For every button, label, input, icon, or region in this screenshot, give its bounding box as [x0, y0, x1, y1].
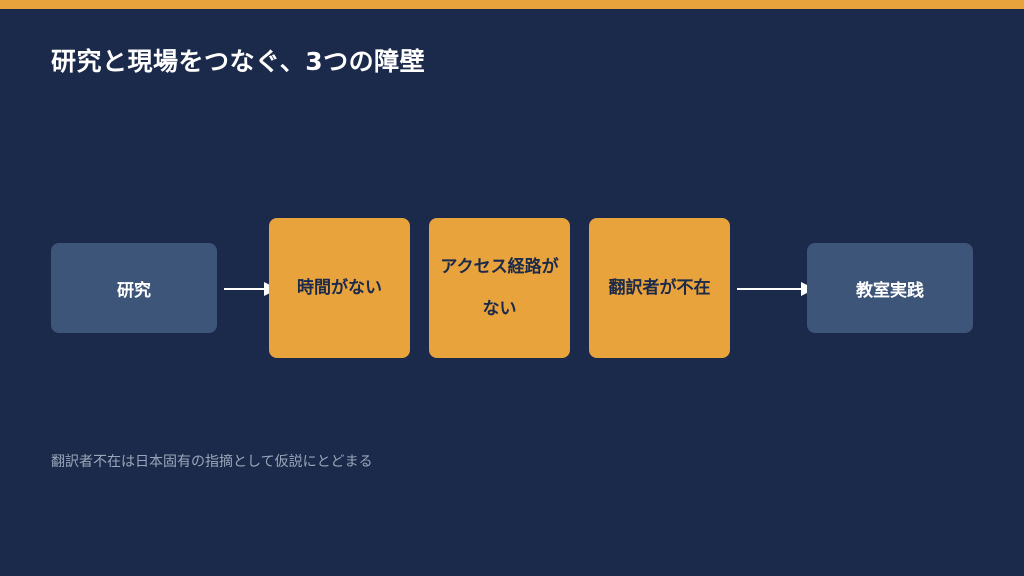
footnote: 翻訳者不在は日本固有の指摘として仮説にとどまる: [51, 454, 373, 470]
arrow-icon-right: [737, 282, 817, 296]
target-node-classroom-practice: 教室実践: [807, 243, 973, 333]
source-node-research: 研究: [51, 243, 217, 333]
barrier-no-access-route: アクセス経路がない: [429, 218, 570, 358]
top-accent-bar: [0, 0, 1024, 9]
page-title: 研究と現場をつなぐ、3つの障壁: [51, 47, 426, 76]
barrier-no-time: 時間がない: [269, 218, 410, 358]
barrier-no-translator: 翻訳者が不在: [589, 218, 730, 358]
